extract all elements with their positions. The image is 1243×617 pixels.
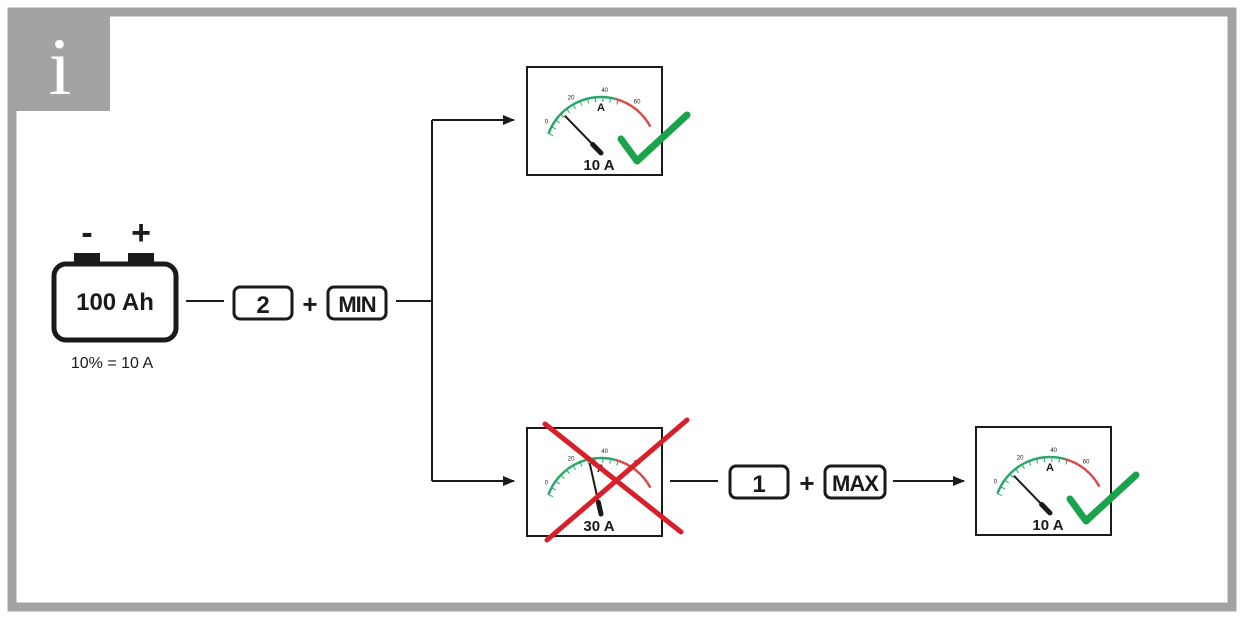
gauge-needle-base — [1039, 501, 1053, 516]
checkmark-icon — [1066, 471, 1140, 525]
gauge-tick-label: 40 — [1050, 448, 1057, 454]
step2-buttons: 1 + MAX — [728, 464, 887, 500]
gauge-tick-label: 0 — [545, 481, 549, 487]
ammeter-top: 0 20 40 60A 10 A — [526, 66, 691, 176]
gauge-tick — [587, 99, 590, 104]
info-badge: i — [14, 14, 110, 112]
gauge-unit: A — [1046, 462, 1054, 474]
gauge-scale-red — [615, 97, 652, 128]
battery: - + 100 Ah 10% = 10 A — [51, 214, 179, 372]
cross-icon — [542, 421, 684, 535]
gauge-tick — [998, 493, 1003, 497]
step1-plus: + — [302, 289, 317, 319]
gauge-tick — [1010, 474, 1014, 478]
gauge-tick-label: 60 — [1083, 459, 1090, 465]
gauge-tick — [573, 105, 576, 110]
max-label: MAX — [832, 471, 879, 496]
gauge-tick — [549, 133, 554, 137]
gauge-reading: 30 A — [583, 518, 614, 535]
gauge-tick — [552, 487, 557, 491]
gauge-tick — [1001, 486, 1006, 490]
key-1-label: 1 — [752, 471, 765, 498]
gauge-tick — [561, 475, 565, 479]
step2-plus: + — [799, 468, 814, 498]
gauge-scale-green — [547, 95, 616, 135]
gauge-tick — [587, 460, 590, 465]
gauge-tick-label: 40 — [601, 449, 608, 455]
key-1-button — [728, 464, 790, 500]
gauge-tick — [556, 120, 561, 124]
gauge-tick-label: 20 — [1017, 456, 1024, 462]
gauge-tick — [609, 459, 612, 464]
gauge-tick — [1022, 465, 1025, 470]
gauge-tick — [573, 466, 576, 471]
gauge-needle-base — [595, 499, 604, 517]
gauge-tick-label: 60 — [634, 99, 641, 105]
gauge-tick-label: 0 — [994, 480, 998, 486]
branch-connector — [396, 115, 515, 486]
gauge-tick — [549, 494, 554, 498]
gauge-tick — [566, 470, 570, 475]
battery-body — [51, 261, 179, 343]
max-button — [823, 464, 887, 500]
outer-frame — [7, 7, 1237, 612]
key-2-button — [232, 285, 294, 321]
battery-capacity: 100 Ah — [76, 289, 154, 316]
gauge-tick — [1036, 459, 1039, 464]
gauge-scale-red — [1064, 457, 1101, 488]
gauge-tick-label: 20 — [568, 457, 575, 463]
gauge-tick — [552, 126, 557, 130]
min-label: MIN — [338, 292, 375, 317]
gauge-unit: A — [597, 102, 605, 114]
gauge-tick-label: 0 — [545, 120, 549, 126]
gauge-needle-base — [590, 141, 604, 156]
gauge-scale-green — [996, 455, 1065, 495]
key-2-label: 2 — [256, 292, 269, 319]
gauge-tick — [556, 481, 561, 485]
gauge-reading: 10 A — [1032, 517, 1063, 534]
gauge-tick — [566, 109, 570, 114]
gauge-tick — [609, 98, 612, 103]
info-badge-box — [14, 14, 110, 111]
step1-buttons: 2 + MIN — [232, 285, 388, 321]
gauge-tick-label: 40 — [601, 88, 608, 94]
info-icon: i — [49, 21, 72, 112]
positive-sign: + — [131, 214, 151, 252]
gauge-tick — [561, 114, 565, 118]
min-button — [326, 285, 388, 321]
gauge-tick — [616, 100, 619, 105]
gauge-tick — [616, 461, 619, 466]
gauge-tick — [579, 101, 583, 106]
gauge-tick-label: 20 — [568, 96, 575, 102]
negative-sign: - — [81, 214, 92, 252]
gauge-tick — [1058, 458, 1061, 463]
gauge-tick — [1015, 469, 1019, 474]
cross-icon — [544, 417, 690, 543]
checkmark-icon — [617, 111, 691, 165]
gauge-tick — [1005, 480, 1010, 484]
ammeter-result: 0 20 40 60A 10 A — [975, 426, 1140, 536]
gauge-tick — [1065, 460, 1068, 465]
gauge-tick — [1028, 461, 1032, 466]
gauge-tick — [579, 462, 583, 467]
gauge-reading: 10 A — [583, 157, 614, 174]
battery-note: 10% = 10 A — [71, 355, 154, 372]
gauge-scale-red — [615, 458, 652, 489]
gauge-scale-green — [547, 456, 616, 496]
